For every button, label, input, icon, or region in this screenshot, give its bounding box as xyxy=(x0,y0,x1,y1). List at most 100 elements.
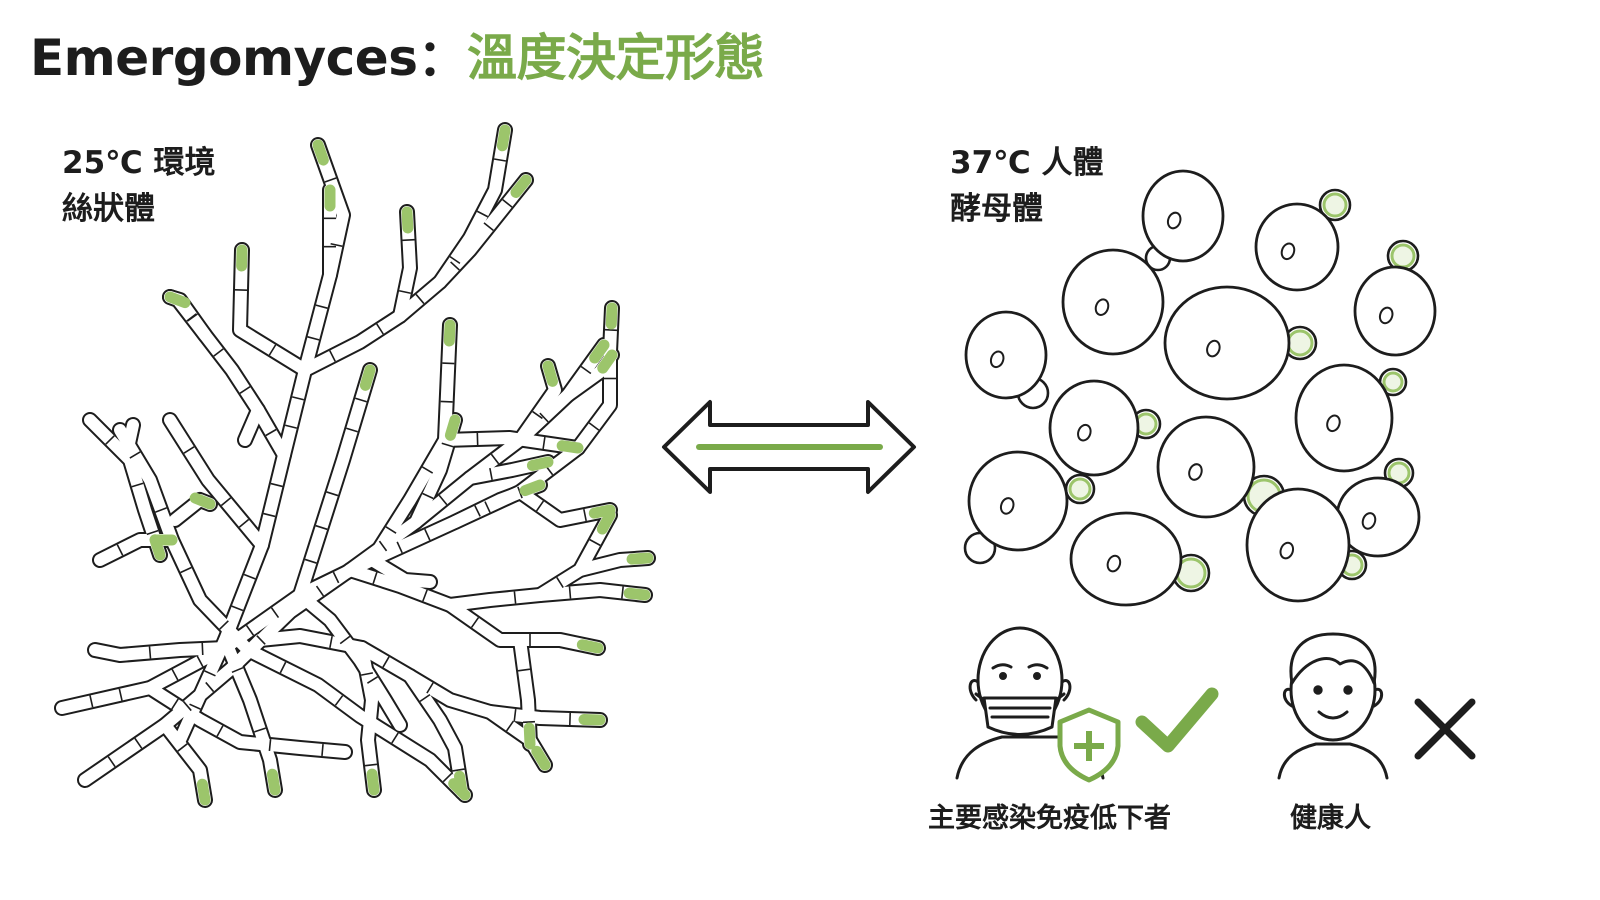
hypha-tip xyxy=(531,745,551,771)
yeast-cell xyxy=(964,310,1048,400)
hypha-tip xyxy=(605,302,618,330)
yeast-cell xyxy=(1069,511,1183,607)
hypha-septum xyxy=(332,571,340,584)
hypha-tip xyxy=(149,534,166,561)
healthy-caption: 健康人 xyxy=(1290,803,1371,834)
hypha-septum xyxy=(589,538,601,547)
hypha-septum xyxy=(284,424,298,429)
yeast-temperature-label: 37℃ 人體 xyxy=(950,145,1104,181)
hypha-septum xyxy=(201,642,204,656)
hypha-tip xyxy=(164,291,191,309)
mold-form-label: 絲狀體 xyxy=(62,191,155,227)
yeast-phase-label: 37℃ 人體 酵母體 xyxy=(950,140,1103,232)
hypha-septum xyxy=(196,655,204,668)
hypha-tip xyxy=(359,364,376,391)
hypha-septum xyxy=(134,737,143,749)
hypha-septum xyxy=(231,605,244,612)
hypha-septum xyxy=(324,177,337,183)
yeast-nucleus xyxy=(989,350,1005,369)
hypha-tip xyxy=(626,552,654,565)
hypha-septum xyxy=(291,396,305,401)
hypha-septum xyxy=(180,566,192,574)
hypha-septum xyxy=(355,397,367,403)
page-title: Emergomyces：溫度決定形態 xyxy=(30,18,764,90)
yeast-nucleus xyxy=(1206,339,1221,358)
hypha-septum xyxy=(421,466,434,474)
hypha-septum xyxy=(270,482,283,488)
hypha-septum xyxy=(146,529,159,536)
hypha-tip xyxy=(366,768,380,796)
yeast-nucleus xyxy=(1106,554,1122,573)
hypha-septum xyxy=(398,289,412,295)
yeast-cell xyxy=(1353,265,1437,357)
yeast-cell xyxy=(1061,248,1165,356)
hypha-tip xyxy=(519,479,546,497)
hypha-septum xyxy=(329,350,336,362)
hypha-tip xyxy=(196,778,211,806)
hypha-septum xyxy=(535,500,545,512)
hypha-tip xyxy=(189,492,216,510)
yeast-nucleus xyxy=(1188,463,1203,481)
hypha-septum xyxy=(522,720,536,724)
hypha-septum xyxy=(304,558,317,564)
hypha-septum xyxy=(588,422,600,431)
hypha-tip xyxy=(443,319,456,347)
hypha-tip xyxy=(312,139,329,166)
hypha-septum xyxy=(189,703,201,710)
hypha-septum xyxy=(542,436,546,450)
yeast-nucleus xyxy=(1166,211,1182,230)
hypha-septum xyxy=(171,698,179,710)
hypha-tip xyxy=(596,509,616,535)
hypha-septum xyxy=(385,526,397,534)
hypha-septum xyxy=(220,497,232,507)
hypha-septum xyxy=(279,661,287,674)
hypha-septum xyxy=(532,410,543,420)
hypha-septum xyxy=(183,446,195,454)
hypha-septum xyxy=(378,540,388,552)
hypha-tip xyxy=(623,587,651,601)
hypha-septum xyxy=(268,738,272,752)
hypha-fill xyxy=(366,554,436,588)
yeast-nucleus xyxy=(1326,414,1341,433)
hypha-septum xyxy=(513,591,517,604)
yeast-cell-group xyxy=(963,169,1437,607)
hypha-septum xyxy=(376,323,384,335)
hypha-septum xyxy=(204,670,216,677)
hypha-septum xyxy=(89,695,94,708)
hypha-septum xyxy=(268,344,277,356)
hypha-septum xyxy=(442,362,455,365)
hypha-tip xyxy=(453,770,468,798)
hypha-septum xyxy=(155,507,167,513)
hypha-septum xyxy=(265,428,277,437)
hypha-septum xyxy=(330,242,343,248)
hypha-septum xyxy=(513,708,517,722)
hypha-septum xyxy=(484,501,491,513)
hypha-septum xyxy=(450,261,460,271)
hypha-septum xyxy=(238,518,250,528)
title-main: Emergomyces xyxy=(30,29,418,87)
hypha-tip xyxy=(576,639,604,654)
hypha-tip xyxy=(578,713,606,726)
hypha-septum xyxy=(583,508,587,522)
yeast-cell xyxy=(1163,285,1291,401)
hypha-septum xyxy=(391,732,399,744)
yeast-nucleus xyxy=(1280,242,1296,261)
immunocompromised-caption: 主要感染免疫低下者 xyxy=(928,803,1171,834)
hypha-septum xyxy=(118,688,123,701)
hypha-fill xyxy=(122,419,139,454)
yeast-cell xyxy=(1156,415,1256,519)
yeast-form-label: 酵母體 xyxy=(950,191,1043,227)
hypha-septum xyxy=(493,158,507,162)
hypha-septum xyxy=(263,512,276,518)
hypha-septum xyxy=(231,666,244,674)
shield-plus-icon xyxy=(1057,707,1121,783)
hypha-septum xyxy=(539,412,549,423)
hypha-septum xyxy=(426,682,434,694)
hypha-septum xyxy=(476,210,489,218)
hypha-septum xyxy=(372,572,378,584)
hypha-tip xyxy=(556,440,584,454)
